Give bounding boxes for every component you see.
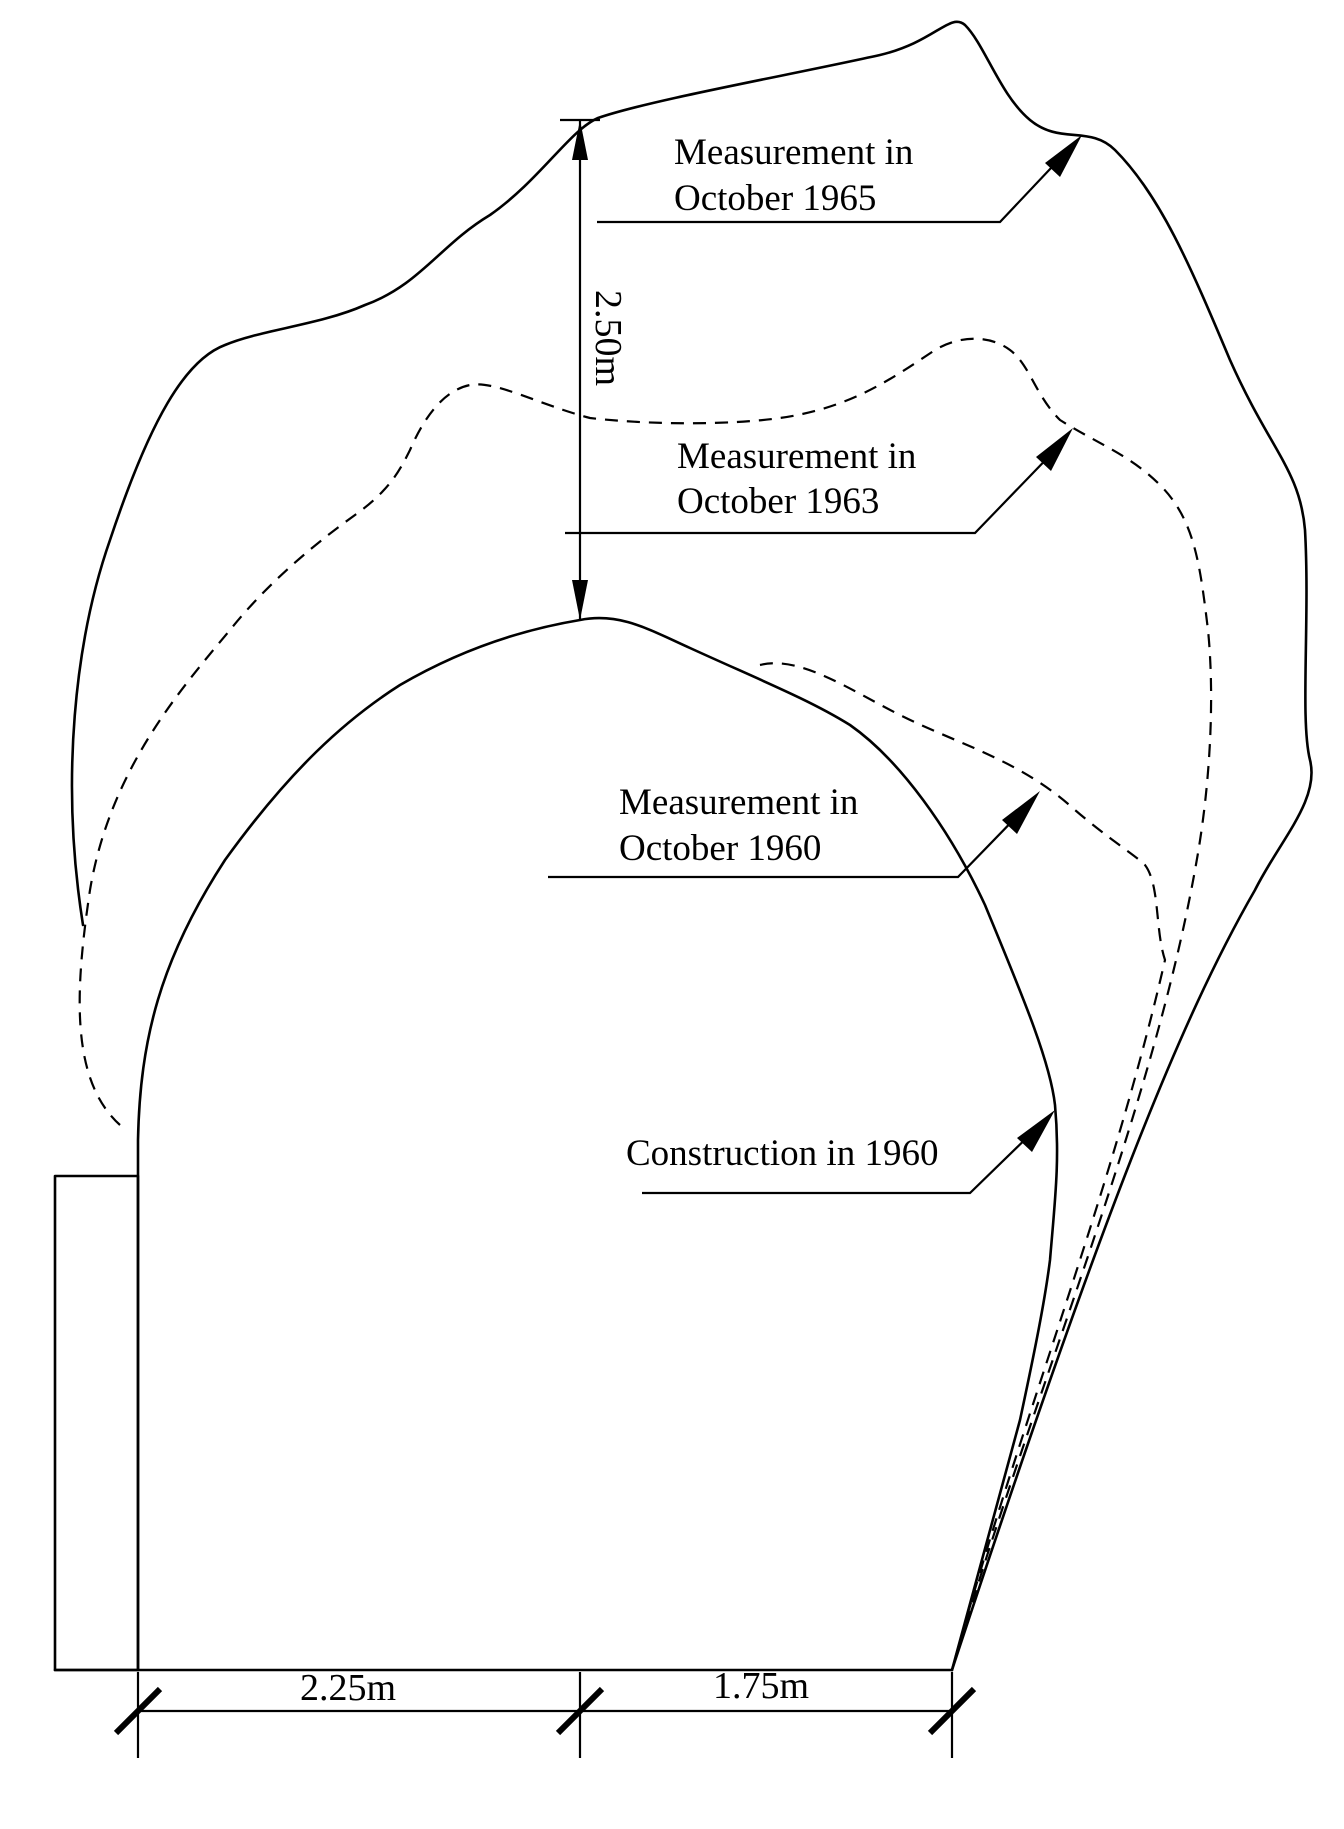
width-tick-middle [555, 1686, 605, 1736]
tunnel-profile-1960 [136, 616, 1059, 1672]
label-october-1965-line1: Measurement in [674, 132, 913, 173]
leader-october-1963 [565, 444, 1061, 535]
label-october-1965-line2: October 1965 [674, 178, 876, 219]
label-october-1960-line2: October 1960 [619, 828, 821, 869]
leader-october-1965 [597, 149, 1069, 224]
height-arrow-up-icon [572, 120, 588, 160]
left-width-label: 2.25m [300, 1667, 396, 1709]
label-construction-1960: Construction in 1960 [626, 1133, 938, 1174]
outline-october-1963 [78, 337, 1213, 1671]
leader-october-1960 [548, 807, 1026, 879]
height-arrow-down-icon [572, 580, 588, 620]
height-dimension-label: 2.50m [587, 290, 629, 386]
leader-arrow-1960-icon [1002, 791, 1040, 834]
label-october-1963-line1: Measurement in [677, 436, 916, 477]
leader-construction-1960 [642, 1124, 1041, 1195]
side-wall-block [53, 1174, 140, 1672]
leader-arrow-1965-icon [1045, 135, 1082, 177]
label-october-1960-line1: Measurement in [619, 782, 858, 823]
label-october-1963-line2: October 1963 [677, 481, 879, 522]
leader-arrow-1963-icon [1036, 428, 1073, 471]
width-tick-left [113, 1686, 163, 1736]
width-tick-right [927, 1686, 977, 1736]
outline-october-1960 [759, 662, 1167, 1671]
leader-arrow-construction-icon [1017, 1110, 1055, 1152]
right-width-label: 1.75m [713, 1665, 809, 1707]
outline-october-1965 [70, 20, 1313, 1672]
